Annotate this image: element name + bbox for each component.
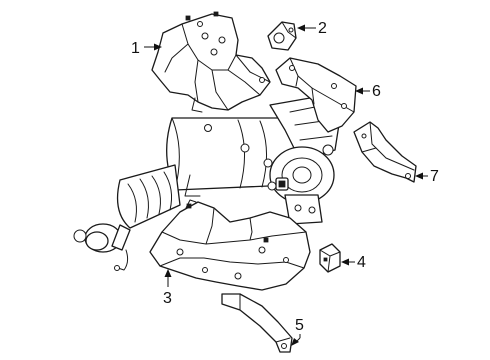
- callout-2: 2: [297, 20, 327, 37]
- callout-label: 6: [372, 83, 381, 100]
- callout-label: 3: [163, 290, 172, 307]
- lower-heat-shield: [149, 199, 311, 291]
- callout-1: 1: [131, 40, 162, 57]
- manifold-heat-shield: [275, 57, 357, 133]
- small-clip: [319, 243, 341, 273]
- callout-label: 4: [357, 254, 366, 271]
- support-bracket: [221, 293, 293, 353]
- callout-label: 7: [430, 168, 439, 185]
- callout-4: 4: [341, 254, 366, 271]
- callout-label: 1: [131, 40, 140, 57]
- upper-heat-shield: [151, 11, 271, 113]
- small-bracket: [267, 21, 297, 51]
- callout-5: 5: [291, 317, 304, 346]
- callout-6: 6: [355, 83, 381, 100]
- callout-label: 5: [295, 317, 304, 334]
- callout-label: 2: [318, 20, 327, 37]
- callout-3: 3: [163, 269, 172, 307]
- turbo-heat-shield: [353, 121, 417, 183]
- callout-7: 7: [415, 168, 439, 185]
